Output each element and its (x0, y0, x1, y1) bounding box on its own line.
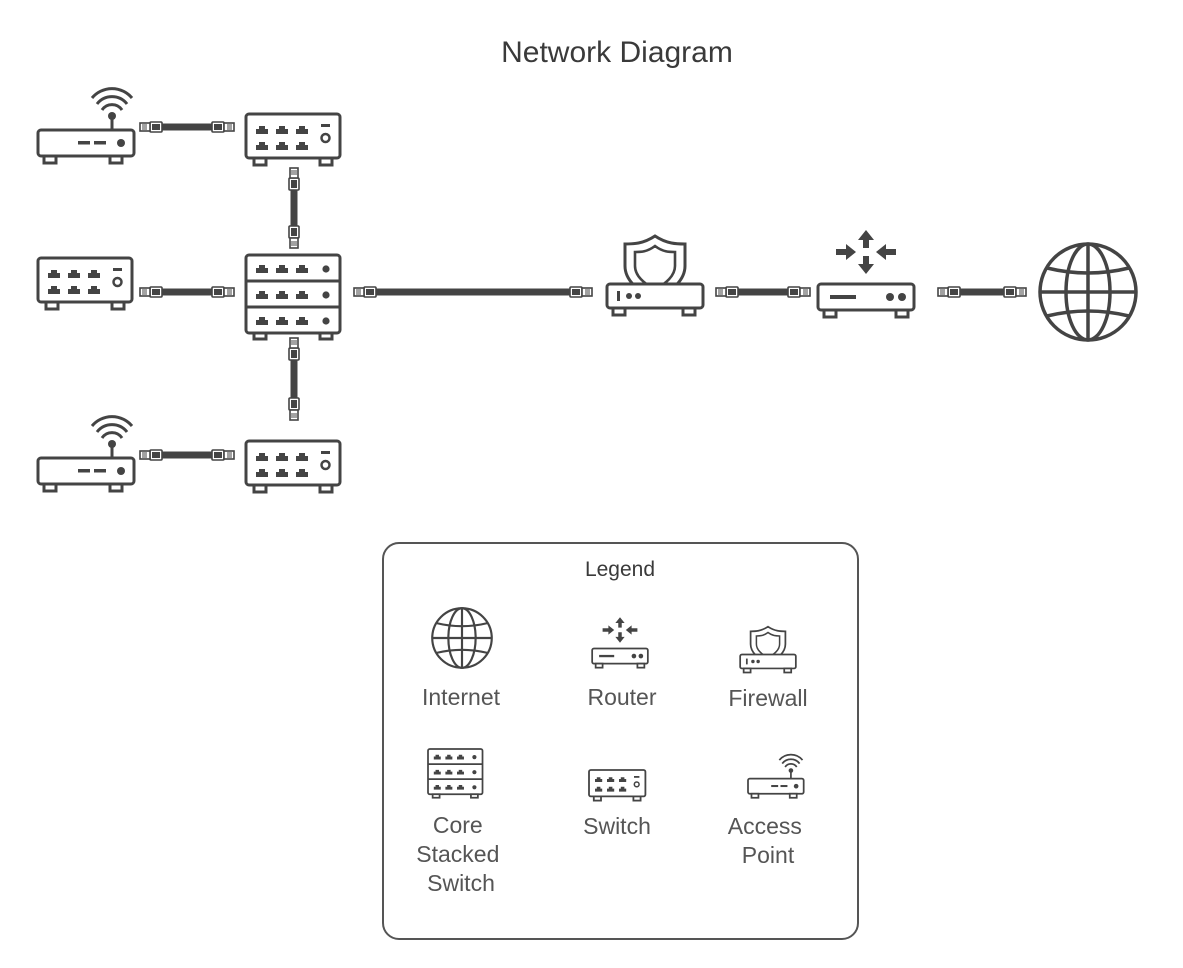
legend-label-internet: Internet (422, 684, 501, 710)
legend-title: Legend (585, 558, 655, 581)
firewall (605, 234, 705, 317)
legend-label-firewall: Firewall (728, 685, 807, 711)
cable-core-firewall (353, 286, 593, 298)
internet-icon (431, 607, 493, 669)
core-stacked-switch (244, 253, 342, 341)
cable-firewall-router (715, 286, 811, 298)
switch-3 (244, 439, 342, 494)
legend-label-access-point: Access Point (728, 813, 809, 868)
legend-box (382, 542, 859, 940)
router (816, 228, 916, 319)
internet-globe (1038, 242, 1138, 342)
access-point-1 (36, 87, 136, 165)
legend-label-core-stacked-switch: Core Stacked Switch (416, 812, 506, 896)
legend-label-router: Router (587, 684, 656, 710)
cable-ap2-switch3 (139, 449, 235, 461)
switch-icon (588, 769, 647, 802)
diagram-title: Network Diagram (501, 36, 733, 69)
switch-1 (244, 112, 342, 167)
cable-core-switch3 (288, 337, 300, 421)
core-stacked-switch-icon (427, 748, 484, 799)
legend-label-switch: Switch (583, 813, 651, 839)
access-point-2 (36, 415, 136, 493)
switch-2 (36, 256, 134, 311)
cable-router-internet (937, 286, 1027, 298)
cable-switch2-core (139, 286, 235, 298)
cable-ap1-switch1 (139, 121, 235, 133)
cable-switch1-core (288, 167, 300, 249)
legend: Legend Internet Router Firewall Core Sta… (382, 542, 859, 940)
